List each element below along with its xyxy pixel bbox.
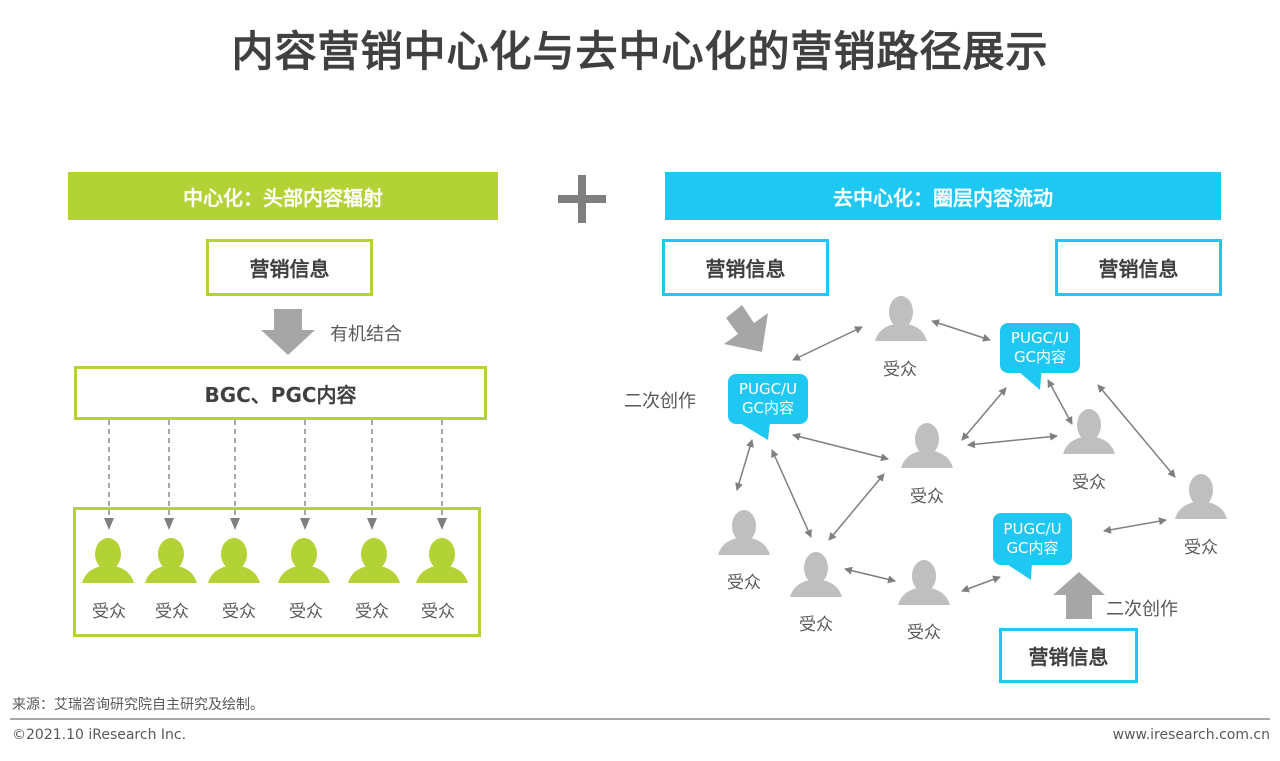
bgc-pgc-content-box: BGC、PGC内容	[74, 366, 487, 420]
person-icon	[790, 552, 842, 597]
diagonal-arrow-icon	[724, 305, 768, 352]
double-arrow	[771, 449, 812, 538]
pugc-ugc-bubble-3: PUGC/U GC内容	[993, 513, 1072, 565]
double-arrow	[1097, 384, 1176, 478]
bubble-line: GC内容	[1013, 348, 1067, 366]
double-arrow	[961, 387, 1007, 441]
person-icon	[348, 538, 400, 583]
left-marketing-info-box: 营销信息	[206, 239, 373, 296]
right-marketing-info-box-2: 营销信息	[1055, 239, 1222, 296]
double-arrow	[792, 432, 889, 462]
decentralized-header: 去中心化：圈层内容流动	[665, 172, 1221, 220]
source-note: 来源：艾瑞咨询研究院自主研究及绘制。	[12, 697, 264, 713]
audience-label: 受众	[355, 602, 389, 622]
person-icon	[416, 538, 468, 583]
pugc-ugc-bubble-1: PUGC/U GC内容	[728, 374, 808, 424]
person-icon	[1175, 474, 1227, 519]
audience-label: 受众	[92, 602, 126, 622]
double-arrow	[931, 319, 991, 342]
bubble-line: GC内容	[1006, 539, 1059, 557]
bubble-line: PUGC/U	[1003, 520, 1062, 538]
copyright: ©2021.10 iResearch Inc.	[12, 727, 187, 743]
bubble-line: PUGC/U	[1010, 329, 1070, 347]
pugc-ugc-bubble-2: PUGC/U GC内容	[1000, 323, 1080, 373]
audience-label: 受众	[1184, 538, 1218, 558]
person-icon	[901, 423, 953, 468]
arrowhead	[164, 518, 174, 530]
plus-icon	[558, 175, 606, 223]
double-arrow	[828, 473, 885, 541]
audience-label: 受众	[910, 487, 944, 507]
audience-group-box	[73, 507, 481, 637]
organic-combination-label: 有机结合	[330, 324, 402, 345]
person-icon	[278, 538, 330, 583]
bubble-line: GC内容	[741, 399, 795, 417]
arrowhead	[437, 518, 447, 530]
double-arrow	[961, 575, 1001, 593]
person-icon	[875, 296, 927, 341]
page-title: 内容营销中心化与去中心化的营销路径展示	[231, 27, 1049, 76]
audience-label: 受众	[727, 573, 761, 593]
secondary-creation-label: 二次创作	[1106, 599, 1178, 620]
arrowhead	[104, 518, 114, 530]
audience-label: 受众	[907, 623, 941, 643]
arrowhead	[300, 518, 310, 530]
audience-label: 受众	[222, 602, 256, 622]
arrowhead	[367, 518, 377, 530]
audience-label: 受众	[883, 360, 917, 380]
arrowhead	[230, 518, 240, 530]
bubble-tail	[1002, 561, 1032, 580]
person-icon	[82, 538, 134, 583]
double-arrow	[1047, 379, 1073, 425]
audience-label: 受众	[289, 602, 323, 622]
person-icon	[898, 560, 950, 605]
centralized-header: 中心化：头部内容辐射	[68, 172, 498, 220]
audience-label: 受众	[421, 602, 455, 622]
secondary-creation-label: 二次创作	[624, 391, 696, 412]
audience-label: 受众	[799, 615, 833, 635]
double-arrow	[1103, 517, 1167, 534]
bubble-line: PUGC/U	[738, 380, 798, 398]
audience-label: 受众	[1072, 473, 1106, 493]
right-marketing-info-box-3: 营销信息	[999, 628, 1138, 683]
double-arrow	[792, 326, 863, 361]
bubble-tail	[738, 422, 770, 440]
up-arrow-icon	[1053, 572, 1105, 619]
audience-label: 受众	[155, 602, 189, 622]
person-icon	[208, 538, 260, 583]
double-arrow	[967, 432, 1058, 449]
double-arrow	[735, 439, 754, 491]
person-icon	[145, 538, 197, 583]
person-icon	[1063, 409, 1115, 454]
right-marketing-info-box-1: 营销信息	[662, 239, 829, 296]
footer-divider	[10, 718, 1270, 720]
down-arrow-icon	[261, 309, 315, 355]
double-arrow	[844, 566, 896, 584]
website-link[interactable]: www.iresearch.com.cn	[1112, 727, 1270, 743]
person-icon	[718, 510, 770, 555]
